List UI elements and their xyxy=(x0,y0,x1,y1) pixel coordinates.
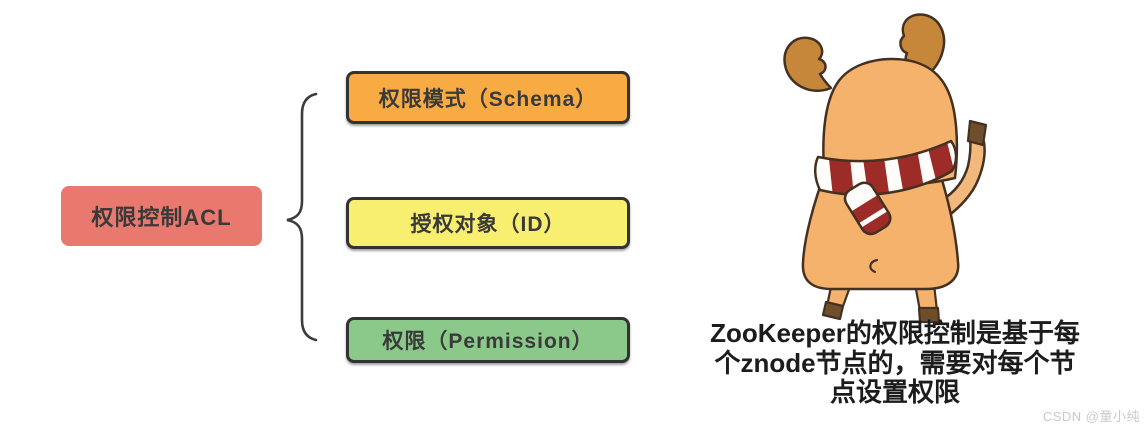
scarf-band xyxy=(814,139,958,197)
watermark: CSDN @童小纯 xyxy=(1042,409,1140,424)
branch-schema: 权限模式（Schema） xyxy=(346,71,630,124)
deer-hoof-right xyxy=(917,306,941,324)
deer-arm-hoof xyxy=(966,119,988,147)
branch-permission: 权限（Permission） xyxy=(346,317,630,363)
brace-connector xyxy=(286,92,318,342)
caption-line-1: ZooKeeper的权限控制是基于每 xyxy=(710,318,1080,348)
reindeer-illustration xyxy=(783,13,988,324)
antler-left-icon xyxy=(783,36,833,92)
deer-tail-mark xyxy=(869,258,879,274)
root-node-acl: 权限控制ACL xyxy=(61,186,262,246)
branch-id: 授权对象（ID） xyxy=(346,197,630,249)
caption-text: ZooKeeper的权限控制是基于每 个znode节点的，需要对每个节 点设置权… xyxy=(690,318,1100,408)
scarf-tail xyxy=(843,181,895,238)
caption-line-3: 点设置权限 xyxy=(829,377,960,407)
caption-line-2: 个znode节点的，需要对每个节 xyxy=(714,347,1076,378)
deer-hoof-left xyxy=(821,300,845,321)
